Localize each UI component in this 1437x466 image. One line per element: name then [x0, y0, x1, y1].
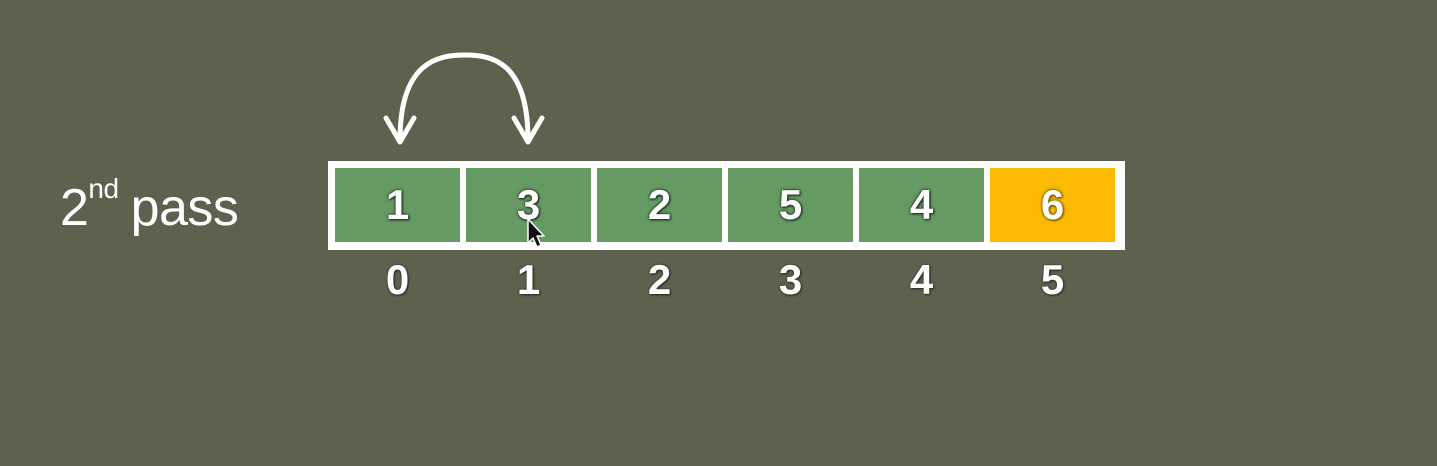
- pass-number: 2: [60, 179, 89, 237]
- array-cell-2: 2: [597, 168, 722, 242]
- cell-value: 2: [647, 181, 672, 228]
- array-frame: 1 3 2 5 4 6: [328, 161, 1125, 250]
- cell-value: 3: [516, 181, 541, 228]
- array-cell-5: 6: [990, 168, 1115, 242]
- array-cell-4: 4: [859, 168, 984, 242]
- swap-arrow-icon: [383, 52, 545, 145]
- array-index-4: 4: [909, 256, 934, 303]
- pass-word: pass: [130, 179, 239, 237]
- cell-value: 1: [385, 181, 410, 228]
- cell-value: 6: [1040, 181, 1065, 228]
- array-index-1: 1: [516, 256, 541, 303]
- array-index-3: 3: [778, 256, 803, 303]
- cell-value: 4: [909, 181, 934, 228]
- array-cell-0: 1: [335, 168, 460, 242]
- pass-ordinal-suffix: nd: [88, 173, 119, 204]
- cell-value: 5: [778, 181, 803, 228]
- array-cell-3: 5: [728, 168, 853, 242]
- array-index-0: 0: [385, 256, 410, 303]
- array-index-2: 2: [647, 256, 672, 303]
- array-index-5: 5: [1040, 256, 1065, 303]
- array-cell-1: 3: [466, 168, 591, 242]
